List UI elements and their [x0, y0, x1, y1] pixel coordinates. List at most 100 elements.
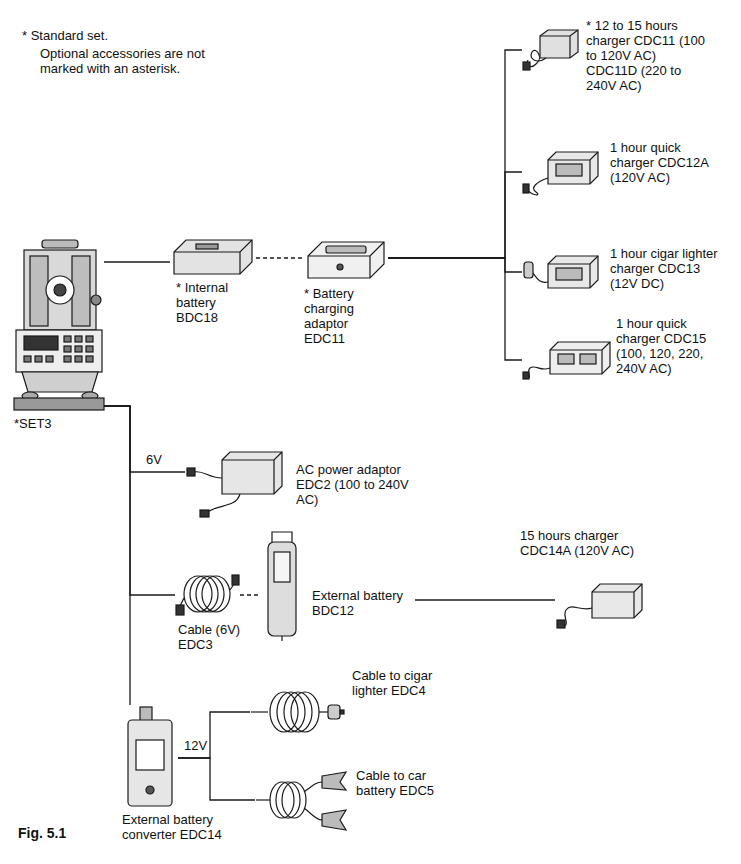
accessory-item: 1 hour quick charger CDC12A (120V AC): [522, 148, 602, 198]
total-station-illustration-part: [46, 276, 74, 304]
accessory-item: * 12 to 15 hours charger CDC11 (100 to 1…: [522, 28, 580, 72]
label-holder: 1 hour quick charger CDC15 (100, 120, 22…: [616, 316, 734, 376]
total-station-illustration-part: [72, 256, 90, 326]
accessory-item: 1 hour quick charger CDC15 (100, 120, 22…: [522, 338, 612, 380]
quick-charger-cdc15-illustration-part: [550, 342, 610, 374]
charging-adaptor-illustration: [308, 242, 384, 278]
cigar-lighter-charger-illustration-part: [532, 272, 548, 282]
part-label: AC power adaptor EDC2 (100 to 240V AC): [296, 462, 409, 507]
total-station-illustration-part: [86, 336, 93, 342]
cable-edc3-illustration-part: [184, 576, 212, 612]
cigar-lighter-cable-illustration-part: [328, 705, 340, 719]
charger-cdc11-illustration-part: [523, 62, 530, 70]
total-station-illustration-part: [24, 356, 31, 362]
car-battery-cable-illustration-part: [322, 810, 346, 830]
caption-text: Fig. 5.1: [18, 825, 66, 841]
cable-edc3-illustration-part: [202, 576, 230, 612]
label-holder: AC power adaptor EDC2 (100 to 240V AC): [296, 462, 411, 507]
quick-charger-cdc15-illustration-part: [550, 342, 610, 374]
battery-converter-illustration-part: [140, 707, 152, 721]
charging-adaptor-illustration-part: [308, 242, 384, 278]
ac-adaptor-illustration: [187, 452, 282, 517]
charger-cdc14a-illustration: [557, 584, 642, 628]
cigar-lighter-charger-illustration: [524, 256, 598, 288]
car-battery-cable-illustration-part: [304, 782, 322, 792]
charger-cdc11-illustration-part: [540, 30, 578, 58]
label-holder: Cable (6V) EDC3: [178, 622, 248, 652]
charger-cdc14a-illustration-part: [557, 620, 565, 628]
total-station-illustration-part: [14, 398, 104, 410]
part-label: 15 hours charger CDC14A (120V AC): [520, 528, 634, 558]
free-label-text: 12V: [184, 738, 207, 753]
part-label: * Internal battery BDC18: [176, 280, 228, 325]
part-label: * Battery charging adaptor EDC11: [304, 286, 354, 346]
part-label: External battery BDC12: [312, 588, 403, 618]
quick-charger-illustration-part: [548, 152, 598, 184]
total-station-illustration-part: [86, 356, 93, 362]
legend-note: * Standard set.: [22, 28, 222, 43]
label-holder: * 12 to 15 hours charger CDC11 (100 to 1…: [586, 18, 708, 93]
external-battery-illustration-part: [268, 542, 296, 636]
free-label-text: * Standard set.: [22, 28, 108, 43]
charger-cdc14a-illustration-part: [592, 584, 642, 618]
quick-charger-cdc15-illustration-part: [523, 372, 529, 379]
total-station-illustration-part: [64, 356, 71, 362]
cable-line: [104, 406, 185, 472]
label-holder: * Internal battery BDC18: [176, 280, 256, 325]
cable-edc3-illustration-part: [232, 575, 239, 585]
car-battery-cable-illustration-part: [304, 808, 322, 820]
car-battery-cable-illustration: [256, 772, 346, 830]
quick-charger-illustration: [523, 152, 598, 195]
accessory-item: External battery BDC12: [258, 528, 415, 642]
voltage-label: 6V: [146, 452, 176, 467]
part-label: 1 hour quick charger CDC12A (120V AC): [610, 140, 708, 185]
battery-converter-illustration-part: [146, 786, 154, 794]
cigar-lighter-charger-illustration-part: [556, 268, 582, 280]
part-label: Cable to cigar lighter EDC4: [352, 668, 432, 698]
external-battery-illustration: [268, 532, 296, 641]
ac-adaptor-illustration-part: [208, 494, 240, 512]
cable-edc3-illustration-part: [196, 576, 224, 612]
charging-adaptor-illustration-part: [337, 264, 343, 270]
total-station-illustration-part: [46, 356, 53, 362]
cable-line: [104, 406, 130, 705]
cable-line: [104, 406, 175, 595]
car-battery-cable-illustration-part: [322, 772, 346, 790]
label-holder: External battery converter EDC14: [122, 812, 234, 842]
cable-line: [415, 599, 555, 600]
internal-battery-illustration: [174, 240, 252, 274]
cigar-lighter-charger-illustration-part: [548, 256, 598, 288]
quick-charger-cdc15-illustration-part: [528, 367, 550, 378]
total-station-illustration-part: [35, 356, 42, 362]
accessory-item: * Internal battery BDC18: [170, 236, 256, 276]
charging-adaptor-illustration-part: [308, 242, 384, 278]
external-battery-illustration-part: [281, 636, 282, 641]
quick-charger-cdc15-illustration-part: [580, 354, 596, 364]
charger-cdc11-illustration: [523, 30, 578, 70]
ac-adaptor-illustration-part: [200, 510, 209, 517]
total-station-illustration-part: [64, 346, 71, 352]
charger-cdc14a-illustration-part: [564, 607, 592, 626]
label-holder: 1 hour cigar lighter charger CDC13 (12V …: [610, 246, 728, 291]
cigar-lighter-charger-illustration-part: [548, 256, 598, 288]
figure-caption: Fig. 5.1: [18, 826, 108, 841]
ac-adaptor-illustration-part: [222, 452, 282, 494]
total-station-illustration-part: [91, 295, 101, 305]
total-station-illustration-part: [24, 250, 96, 330]
total-station-illustration-part: [16, 330, 102, 372]
cable-edc3-illustration-part: [176, 605, 184, 615]
cigar-lighter-cable-illustration-part: [319, 711, 328, 712]
accessory-item: * Battery charging adaptor EDC11: [305, 238, 388, 282]
free-label-text: Optional accessories are not marked with…: [40, 46, 205, 76]
label-holder: 1 hour quick charger CDC12A (120V AC): [610, 140, 728, 185]
total-station-illustration-part: [24, 336, 58, 350]
cigar-lighter-cable-illustration-part: [284, 692, 312, 732]
cable-line: [256, 257, 305, 258]
cigar-lighter-charger-illustration-part: [524, 262, 533, 278]
accessory-item: Cable to car battery EDC5: [255, 768, 350, 842]
part-label: External battery converter EDC14: [122, 812, 222, 842]
label-holder: * Battery charging adaptor EDC11: [304, 286, 384, 346]
total-station-illustration-part: [75, 346, 82, 352]
